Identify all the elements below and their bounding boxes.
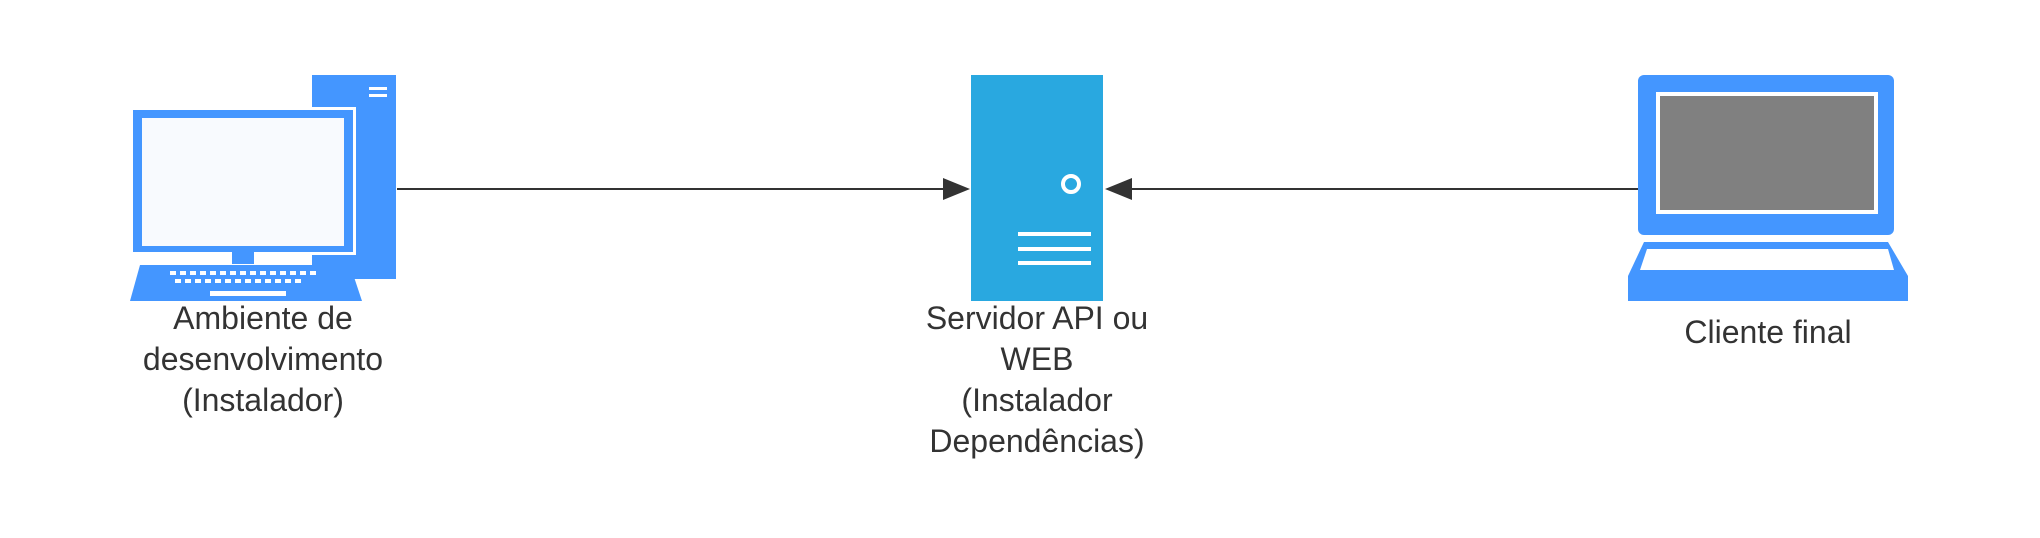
label-line: Dependências)	[929, 423, 1145, 459]
label-dev: Ambiente de desenvolvimento (Instalador)	[143, 298, 383, 421]
laptop-icon	[1628, 75, 1908, 301]
label-client: Cliente final	[1684, 312, 1851, 353]
label-line: desenvolvimento	[142, 341, 384, 377]
label-line: (Instalador)	[182, 382, 344, 418]
edge-dev-to-server	[397, 178, 970, 200]
label-server: Servidor API ou WEB (Instalador Dependên…	[926, 298, 1148, 462]
label-line: (Instalador	[961, 382, 1113, 418]
label-line: Ambiente de	[173, 300, 353, 336]
label-line: Cliente final	[1684, 314, 1852, 350]
label-line: WEB	[1000, 341, 1074, 377]
arrowhead-icon	[1105, 178, 1132, 200]
edge-client-to-server	[1105, 178, 1640, 200]
arrowhead-icon	[943, 178, 970, 200]
label-line: Servidor API ou	[925, 300, 1149, 336]
desktop-computer-icon	[130, 75, 396, 301]
server-tower-icon	[971, 75, 1103, 301]
